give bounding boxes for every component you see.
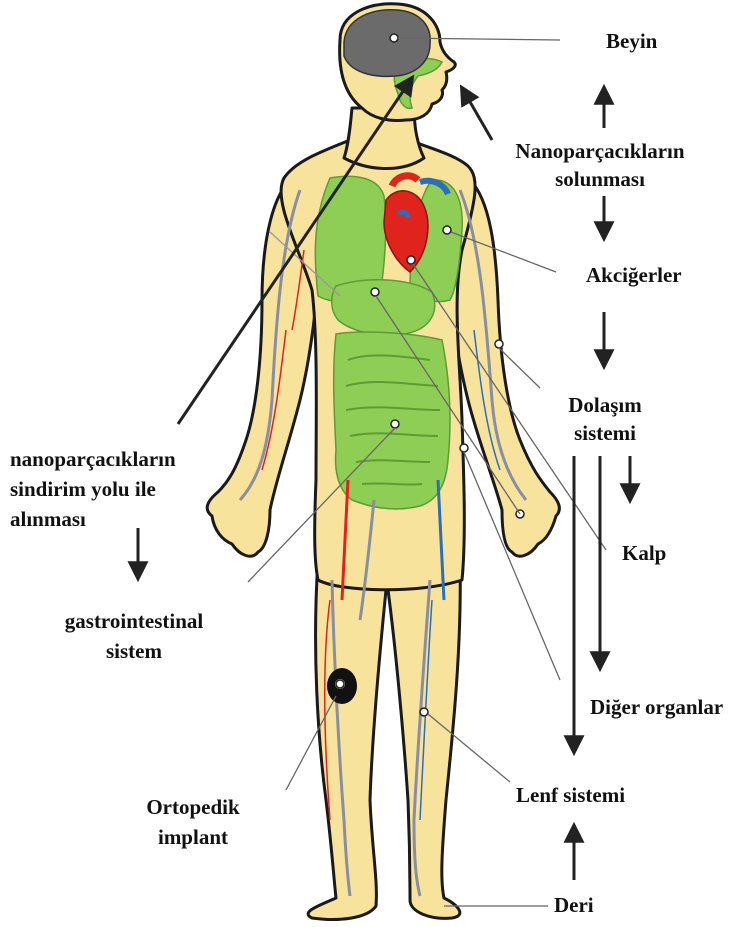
label-beyin: Beyin — [606, 28, 657, 54]
label-kalp: Kalp — [622, 540, 666, 566]
brain — [344, 10, 430, 77]
label-gastro-2: sistem — [34, 638, 234, 664]
label-ortopedik-1: Ortopedik — [118, 794, 268, 820]
label-dolasim-2: sistemi — [540, 420, 670, 446]
label-ingestion-3: alınması — [10, 506, 86, 532]
label-akcigerler: Akciğerler — [586, 262, 682, 288]
label-nano-inhalation-1: Nanoparçacıkların — [510, 138, 690, 164]
label-ingestion-2: sindirim yolu ile — [10, 476, 156, 502]
label-ingestion-1: nanoparçacıkların — [10, 446, 176, 472]
label-deri: Deri — [554, 892, 594, 918]
label-ortopedik-2: implant — [118, 824, 268, 850]
label-diger-organlar: Diğer organlar — [590, 694, 723, 720]
label-gastro-1: gastrointestinal — [34, 608, 234, 634]
label-dolasim-1: Dolaşım — [540, 392, 670, 418]
label-nano-inhalation-2: solunması — [510, 166, 690, 192]
arrow-inhale-diagonal — [462, 88, 492, 140]
label-lenf-sistemi: Lenf sistemi — [516, 782, 625, 808]
